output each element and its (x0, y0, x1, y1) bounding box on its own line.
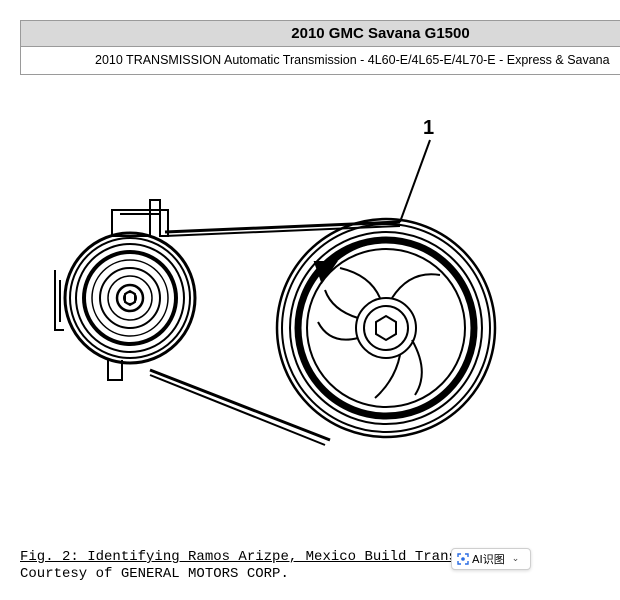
chevron-down-icon: ⌄ (511, 554, 520, 564)
belt-pulley-illustration (54, 139, 497, 446)
ai-scan-icon (457, 553, 469, 565)
figure-caption: Fig. 2: Identifying Ramos Arizpe, Mexico… (20, 549, 474, 583)
transmission-figure: 1 (0, 100, 600, 520)
courtesy-line: Courtesy of GENERAL MOTORS CORP. (20, 566, 289, 582)
document-header: 2010 GMC Savana G1500 2010 TRANSMISSION … (20, 20, 620, 75)
figure-caption-link[interactable]: Fig. 2: Identifying Ramos Arizpe, Mexico… (20, 549, 474, 565)
ai-recognize-button[interactable]: AI识图 ⌄ (451, 548, 531, 570)
callout-number: 1 (423, 117, 435, 139)
vehicle-title: 2010 GMC Savana G1500 (21, 21, 620, 47)
section-subtitle: 2010 TRANSMISSION Automatic Transmission… (21, 47, 620, 74)
ai-button-label: AI识图 (472, 553, 505, 566)
